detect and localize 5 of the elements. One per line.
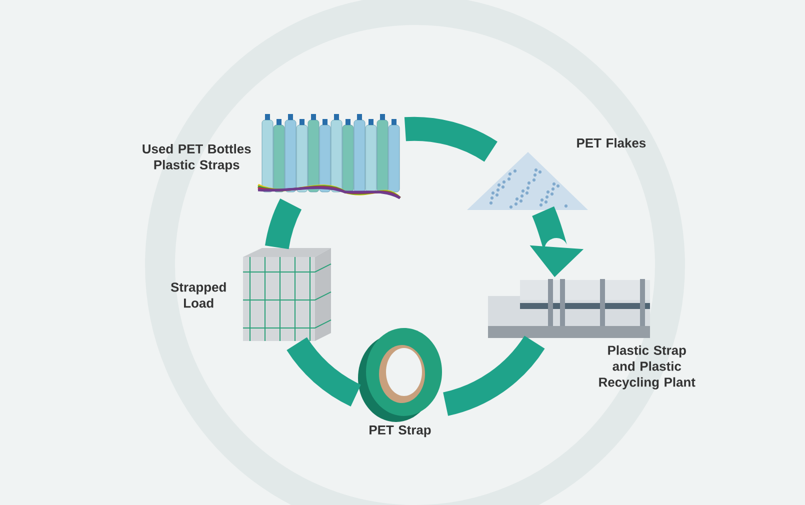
step-label: Plastic Strap and Plastic Recycling Plant <box>599 345 696 390</box>
step-label: PET Flakes <box>577 138 646 148</box>
step-label: Used PET Bottles Plastic Straps <box>142 144 251 172</box>
step-label: PET Strap <box>370 425 431 438</box>
step-label: Strapped Load <box>170 282 226 308</box>
